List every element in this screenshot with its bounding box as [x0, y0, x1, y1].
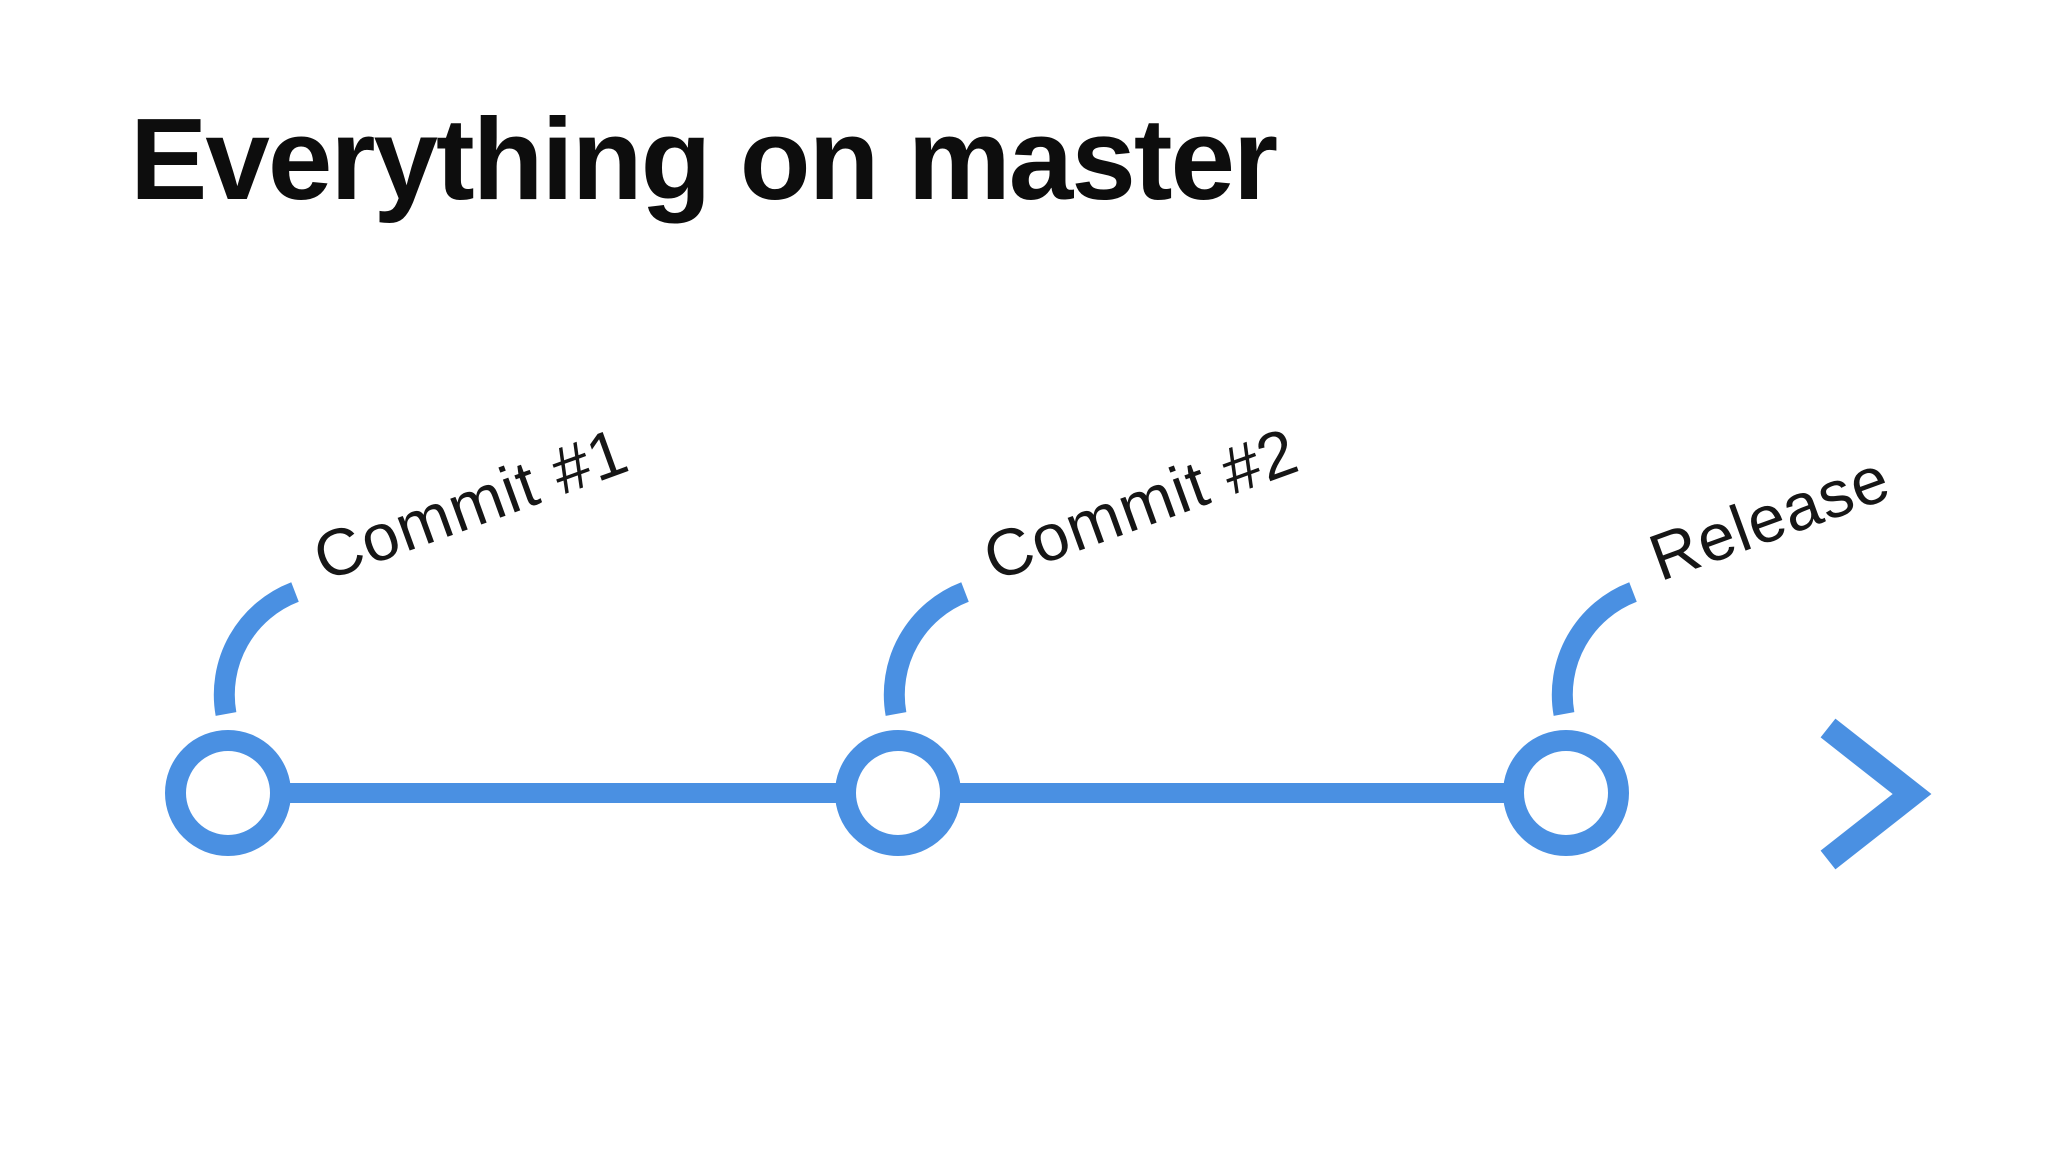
connector-arc-commit-2	[883, 582, 969, 716]
page-title: Everything on master	[130, 94, 1278, 224]
commit-node-2	[835, 730, 961, 856]
chevron-right-icon	[1820, 718, 1932, 870]
connector-arc-commit-1	[213, 582, 299, 716]
connector-arc-release	[1551, 582, 1637, 716]
release-node	[1503, 730, 1629, 856]
commit-node-1	[165, 730, 291, 856]
